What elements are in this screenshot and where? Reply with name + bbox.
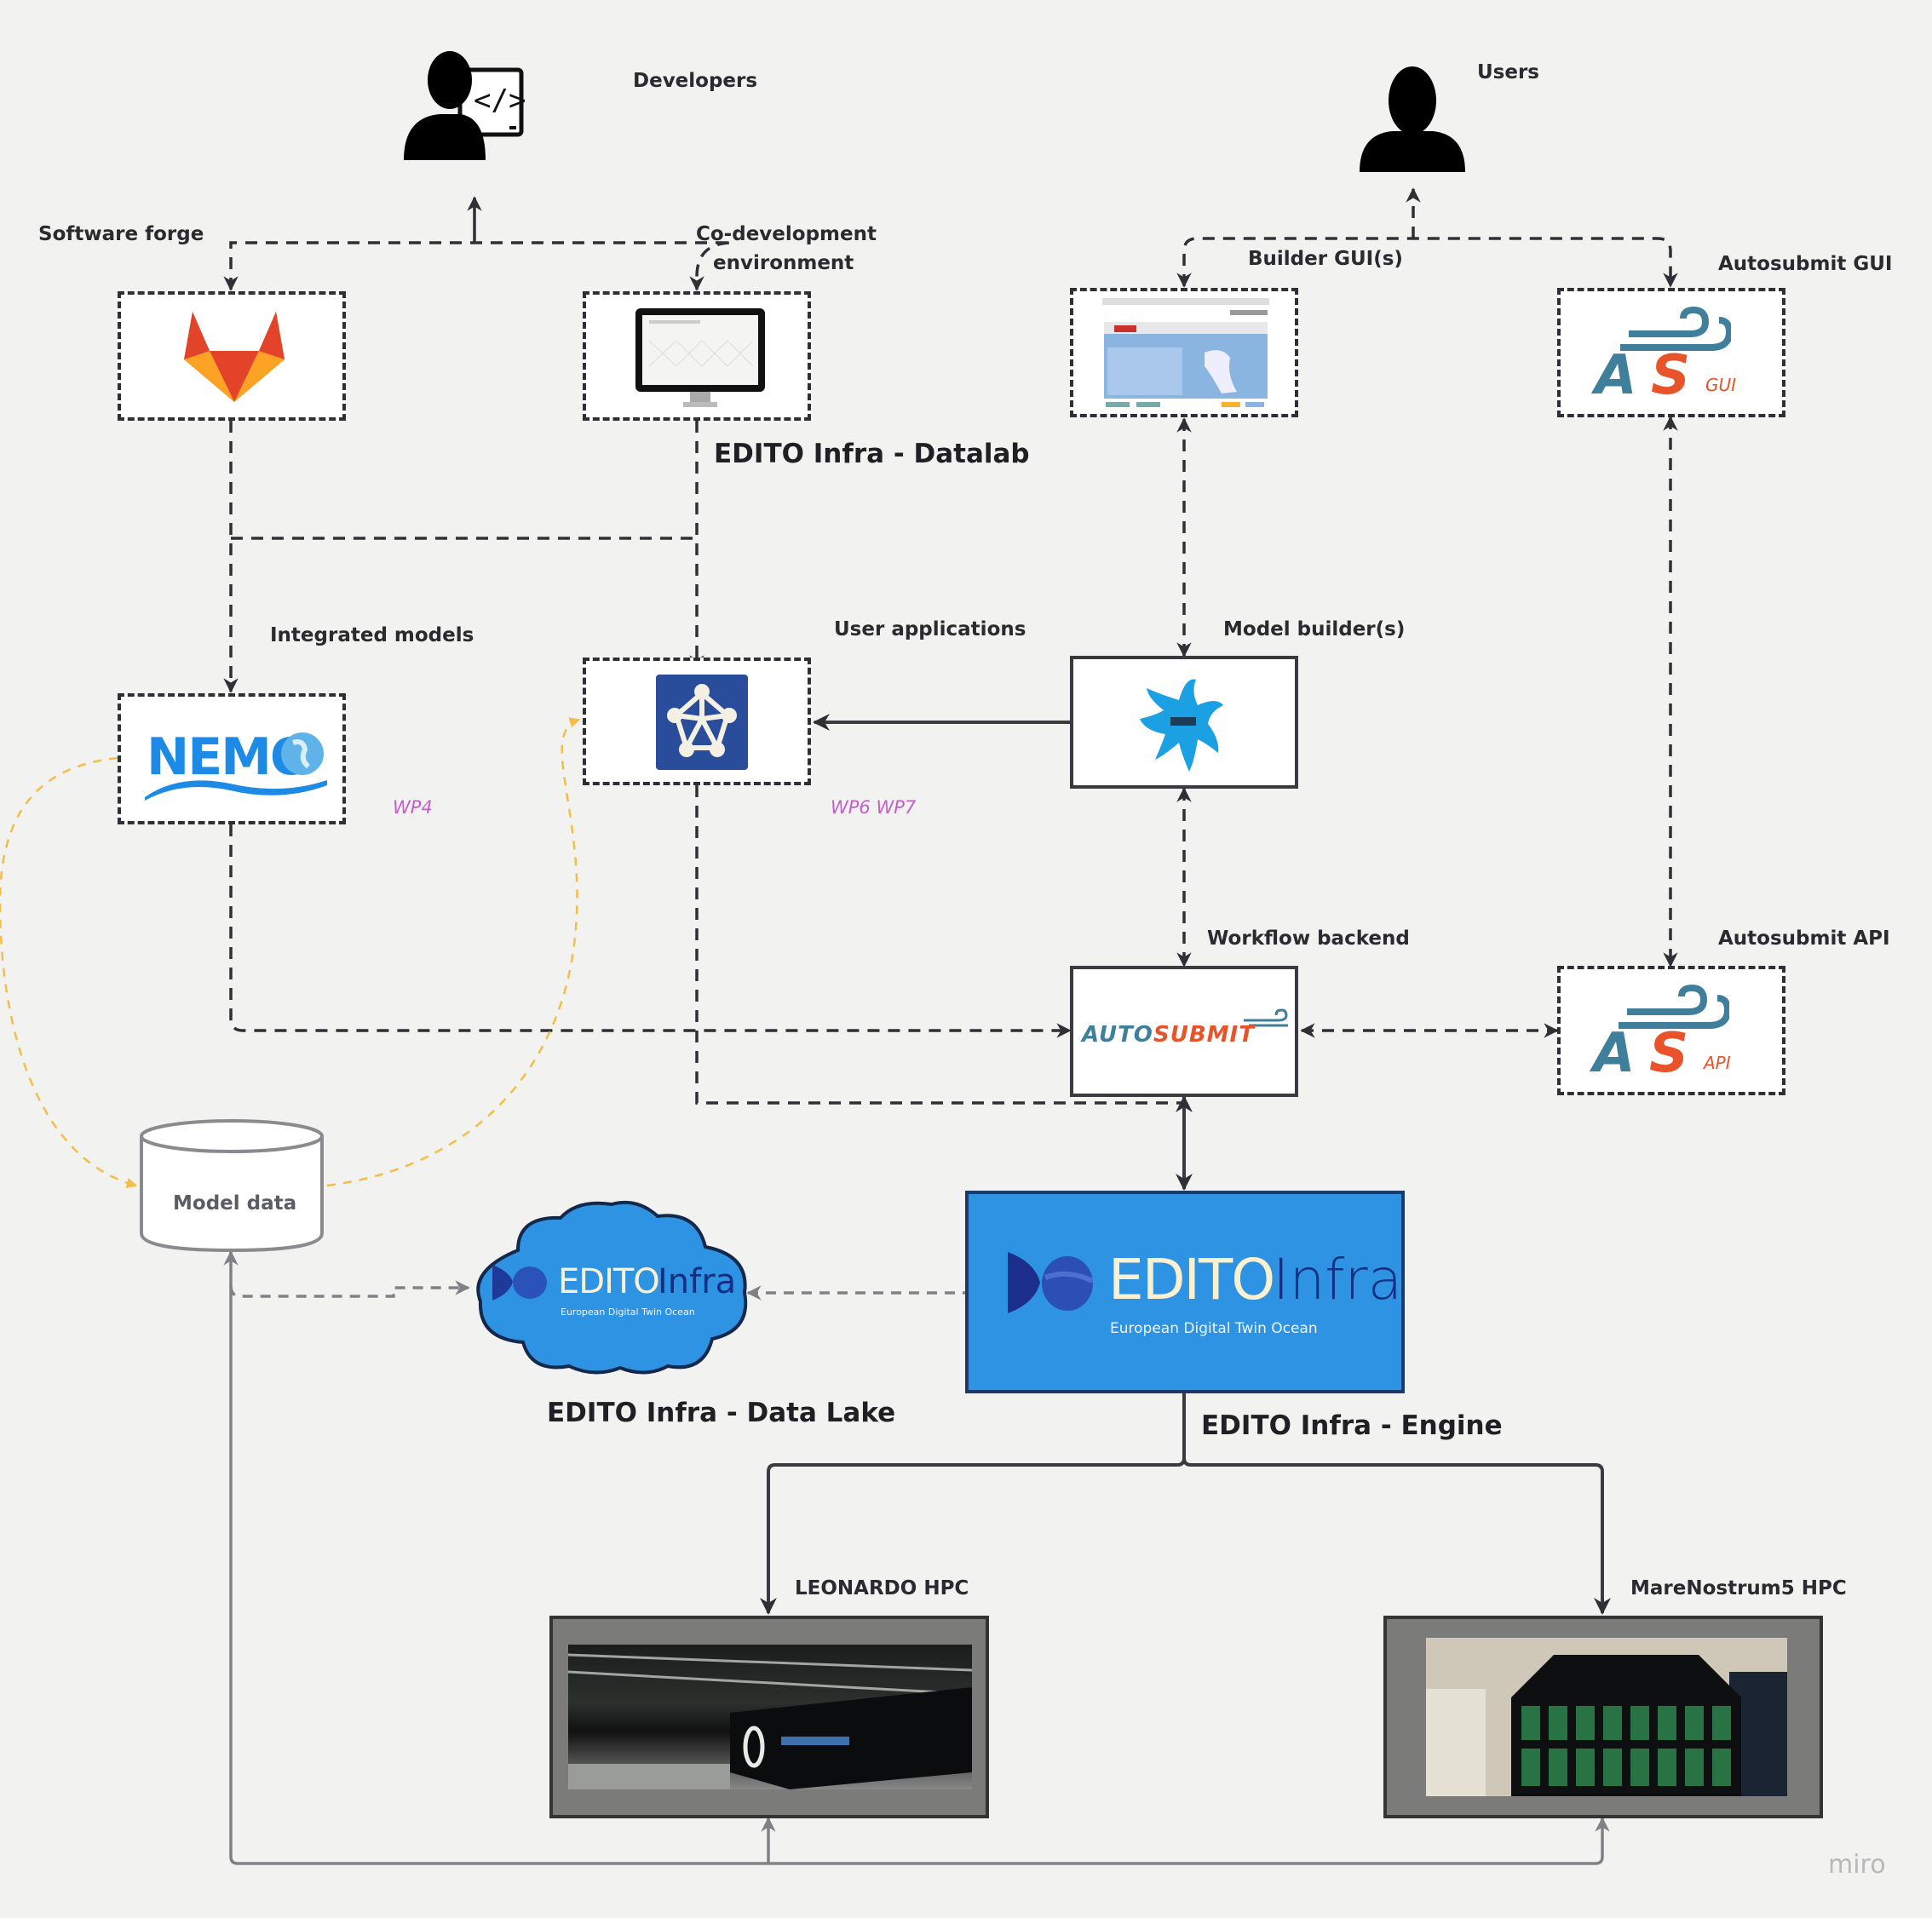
- edge-users-builder-gui: [1176, 237, 1678, 288]
- as-logo-s: S: [1651, 344, 1691, 407]
- autosubmit-node[interactable]: AUTO SUBMIT: [1070, 966, 1298, 1097]
- web-app-screenshot-icon: [1102, 298, 1269, 407]
- code-glyph: </>: [474, 83, 526, 118]
- data-lake-label: EDITO Infra - Data Lake: [547, 1398, 896, 1428]
- splash-logo-icon: [1140, 679, 1223, 772]
- as-gui-suffix: GUI: [1705, 375, 1737, 395]
- globe-icon: [281, 732, 324, 775]
- autosubmit-gui-node[interactable]: A S GUI: [1557, 288, 1785, 417]
- gitlab-node[interactable]: [118, 291, 346, 421]
- edge-hpc-modeldata: [223, 1250, 1610, 1865]
- nemo-node[interactable]: NEMO: [118, 693, 346, 824]
- model-builders-label: Model builder(s): [1223, 618, 1406, 640]
- builder-gui-label: Builder GUI(s): [1248, 248, 1403, 270]
- users-label: Users: [1477, 61, 1539, 83]
- edge-userapps-autosubmit: [695, 785, 1184, 1105]
- model-data-cylinder[interactable]: [138, 1117, 325, 1254]
- autosubmit-gui-label: Autosubmit GUI: [1718, 253, 1893, 275]
- wp6-wp7-annotation: WP6 WP7: [831, 797, 917, 818]
- autosubmit-logo-submit: SUBMIT: [1153, 1022, 1255, 1048]
- user-applications-node[interactable]: [583, 658, 811, 785]
- workflow-backend-label: Workflow backend: [1207, 927, 1410, 950]
- edito-engine-node[interactable]: EDITO Infra European Digital Twin Ocean: [965, 1191, 1405, 1393]
- jupyter-datalab-node[interactable]: [583, 291, 811, 421]
- wp4-annotation: WP4: [393, 797, 433, 818]
- autosubmit-wind-icon: [1244, 1008, 1288, 1027]
- as-logo-a: A: [1595, 344, 1637, 407]
- marenostrum-photo: [1426, 1638, 1787, 1796]
- software-forge-label: Software forge: [38, 223, 204, 245]
- engine-label: EDITO Infra - Engine: [1201, 1410, 1503, 1441]
- user-icon: [1358, 66, 1470, 172]
- as-api-logo-a: A: [1593, 1022, 1636, 1085]
- co-development-label-2: environment: [713, 252, 854, 274]
- engine-infra-word: Infra: [1273, 1247, 1403, 1312]
- builder-gui-node[interactable]: [1070, 288, 1298, 417]
- edge-modeldata-datalake: [229, 1280, 470, 1298]
- datalab-label: EDITO Infra - Datalab: [714, 439, 1030, 469]
- miro-watermark: miro: [1828, 1850, 1886, 1880]
- engine-tagline: European Digital Twin Ocean: [1110, 1320, 1318, 1337]
- marenostrum-label: MareNostrum5 HPC: [1630, 1577, 1847, 1599]
- datalake-edito-word: EDITO: [558, 1262, 660, 1301]
- as-api-logo-s: S: [1649, 1022, 1689, 1085]
- marenostrum-hpc-node[interactable]: [1383, 1616, 1823, 1818]
- leonardo-hpc-node[interactable]: [549, 1616, 989, 1818]
- developer-icon: </>: [400, 48, 550, 160]
- edge-nemo-autosubmit: [229, 824, 1072, 1038]
- developers-label: Developers: [633, 70, 758, 92]
- edge-engine-marenostrum: [1182, 1457, 1611, 1615]
- monitor-icon: [635, 308, 765, 407]
- autosubmit-api-label: Autosubmit API: [1718, 927, 1890, 950]
- gitlab-logo-icon: [184, 312, 285, 402]
- edge-forge-developers: [223, 241, 733, 291]
- edito-logo-icon: [1008, 1252, 1093, 1313]
- leonardo-label: LEONARDO HPC: [795, 1577, 969, 1599]
- edito-small-logo-icon: [492, 1265, 547, 1301]
- datalake-tagline: European Digital Twin Ocean: [561, 1306, 695, 1318]
- flow-nemo-modeldata: [0, 756, 138, 1189]
- model-builder-node[interactable]: [1070, 656, 1298, 789]
- integrated-models-label: Integrated models: [270, 624, 474, 646]
- datalake-infra-word: Infra: [658, 1262, 737, 1301]
- as-api-suffix: API: [1704, 1053, 1731, 1073]
- galaxy-logo-icon: [656, 675, 748, 770]
- co-development-label-1: Co-development: [696, 223, 877, 245]
- autosubmit-logo-auto: AUTO: [1082, 1022, 1153, 1048]
- engine-edito-word: EDITO: [1108, 1247, 1275, 1312]
- autosubmit-api-node[interactable]: A S API: [1557, 966, 1785, 1095]
- autosubmit-swirl-icon: [1620, 307, 1731, 351]
- wave-icon: [145, 780, 327, 801]
- model-data-label: Model data: [173, 1192, 297, 1215]
- flow-modeldata-userapps: [326, 717, 581, 1187]
- autosubmit-api-swirl-icon: [1619, 985, 1729, 1029]
- user-applications-label: User applications: [834, 618, 1026, 640]
- leonardo-photo: [568, 1645, 972, 1789]
